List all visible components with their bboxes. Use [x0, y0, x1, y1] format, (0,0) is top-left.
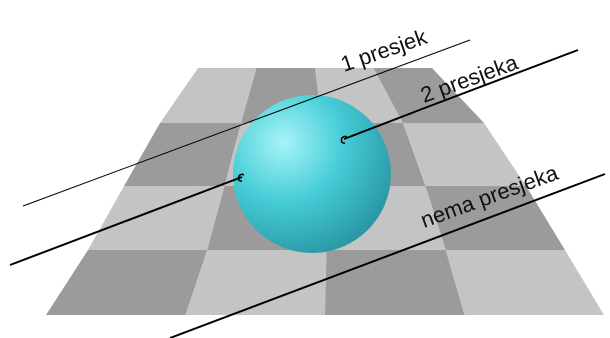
checker-tile — [403, 123, 526, 186]
exit-point-marker — [340, 135, 348, 144]
label-two-intersections: 2 presjeka — [417, 49, 522, 107]
entry-point-marker — [237, 173, 245, 182]
secant-ray-exit-line — [343, 108, 423, 140]
checker-tile — [160, 68, 257, 123]
checker-tile — [88, 186, 225, 250]
checker-tile — [373, 68, 484, 123]
checker-tile — [445, 250, 604, 315]
checker-tile — [124, 123, 241, 186]
checker-tile — [46, 250, 208, 315]
secant-ray-outer-line — [9, 176, 243, 266]
secant-ray-far-line — [421, 49, 579, 110]
checker-tile — [325, 250, 465, 315]
missing-ray-line — [169, 173, 606, 338]
tangent-ray-line — [22, 39, 471, 207]
checker-tile — [185, 250, 327, 315]
sphere — [233, 95, 391, 253]
